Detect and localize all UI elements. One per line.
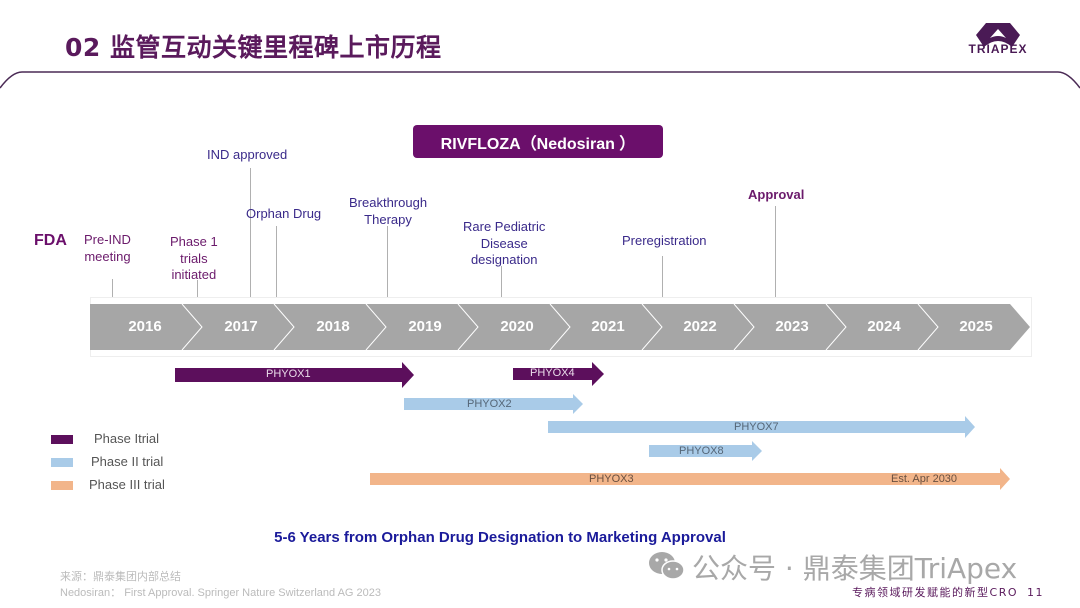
trial-note-phyox3: Est. Apr 2030: [891, 473, 958, 485]
drug-title-box: RIVFLOZA（Nedosiran ）: [413, 125, 663, 158]
milestone-pre-ind: Pre-IND meeting: [84, 232, 131, 264]
milestone-line: [662, 256, 663, 297]
footer: 专病领域研发赋能的新型CRO 11: [852, 584, 1044, 600]
legend-label-phase3: Phase III trial: [89, 477, 165, 492]
year-2025: 2025: [959, 318, 993, 335]
trial-label-phyox2: PHYOX2: [467, 398, 512, 410]
milestone-phase1-initiated: Phase 1 trials initiated: [170, 234, 218, 282]
year-2023: 2023: [775, 318, 809, 335]
milestone-line: [250, 168, 251, 297]
milestone-line: [775, 206, 776, 297]
legend-swatch-phase2: [51, 458, 73, 467]
trial-label-phyox4: PHYOX4: [530, 367, 575, 379]
source-line-1: 来源：鼎泰集团内部总结: [60, 571, 181, 583]
year-2022: 2022: [683, 318, 717, 335]
milestone-orphan-drug: Orphan Drug: [246, 206, 322, 221]
watermark-text: 公众号 · 鼎泰集团TriApex: [692, 552, 1018, 585]
year-2018: 2018: [316, 318, 350, 335]
milestone-line: [501, 266, 502, 297]
triapex-logo-icon: [976, 23, 1020, 47]
milestone-ind-approved: IND approved: [207, 147, 288, 162]
milestone-breakthrough: Breakthrough Therapy: [349, 195, 428, 227]
trial-label-phyox1: PHYOX1: [266, 368, 311, 380]
agency-label: FDA: [34, 232, 67, 249]
logo-text: TRIAPEX: [968, 42, 1028, 56]
milestone-rare-pediatric: Rare Pediatric Disease designation: [463, 219, 546, 267]
year-2021: 2021: [591, 318, 625, 335]
milestone-line: [276, 226, 277, 297]
legend-swatch-phase1: [51, 435, 73, 444]
trial-label-phyox8: PHYOX8: [679, 445, 724, 457]
legend-swatch-phase3: [51, 481, 73, 490]
trial-label-phyox7: PHYOX7: [734, 421, 779, 433]
year-2017: 2017: [224, 318, 258, 335]
milestone-line: [197, 280, 198, 297]
milestone-preregistration: Preregistration: [622, 233, 707, 248]
source-line-2: Nedosiran： First Approval. Springer Natu…: [60, 587, 381, 599]
legend-label-phase1: Phase Itrial: [94, 431, 160, 446]
year-2019: 2019: [408, 318, 442, 335]
year-2016: 2016: [128, 318, 162, 335]
header-divider: [0, 71, 1080, 89]
year-2020: 2020: [500, 318, 534, 335]
legend-label-phase2: Phase II trial: [91, 454, 164, 469]
milestone-line: [112, 279, 113, 297]
page-number: 11: [1027, 586, 1044, 599]
year-axis-chevrons: [90, 304, 1030, 350]
milestone-line: [387, 226, 388, 297]
summary-text: 5-6 Years from Orphan Drug Designation t…: [274, 529, 726, 546]
year-2024: 2024: [867, 318, 901, 335]
page-title: 02 监管互动关键里程碑上市历程: [65, 33, 442, 62]
trial-label-phyox3: PHYOX3: [589, 473, 634, 485]
wechat-icon: [649, 552, 685, 580]
footer-tagline: 专病领域研发赋能的新型CRO: [852, 586, 1018, 599]
milestone-approval: Approval: [748, 187, 805, 202]
